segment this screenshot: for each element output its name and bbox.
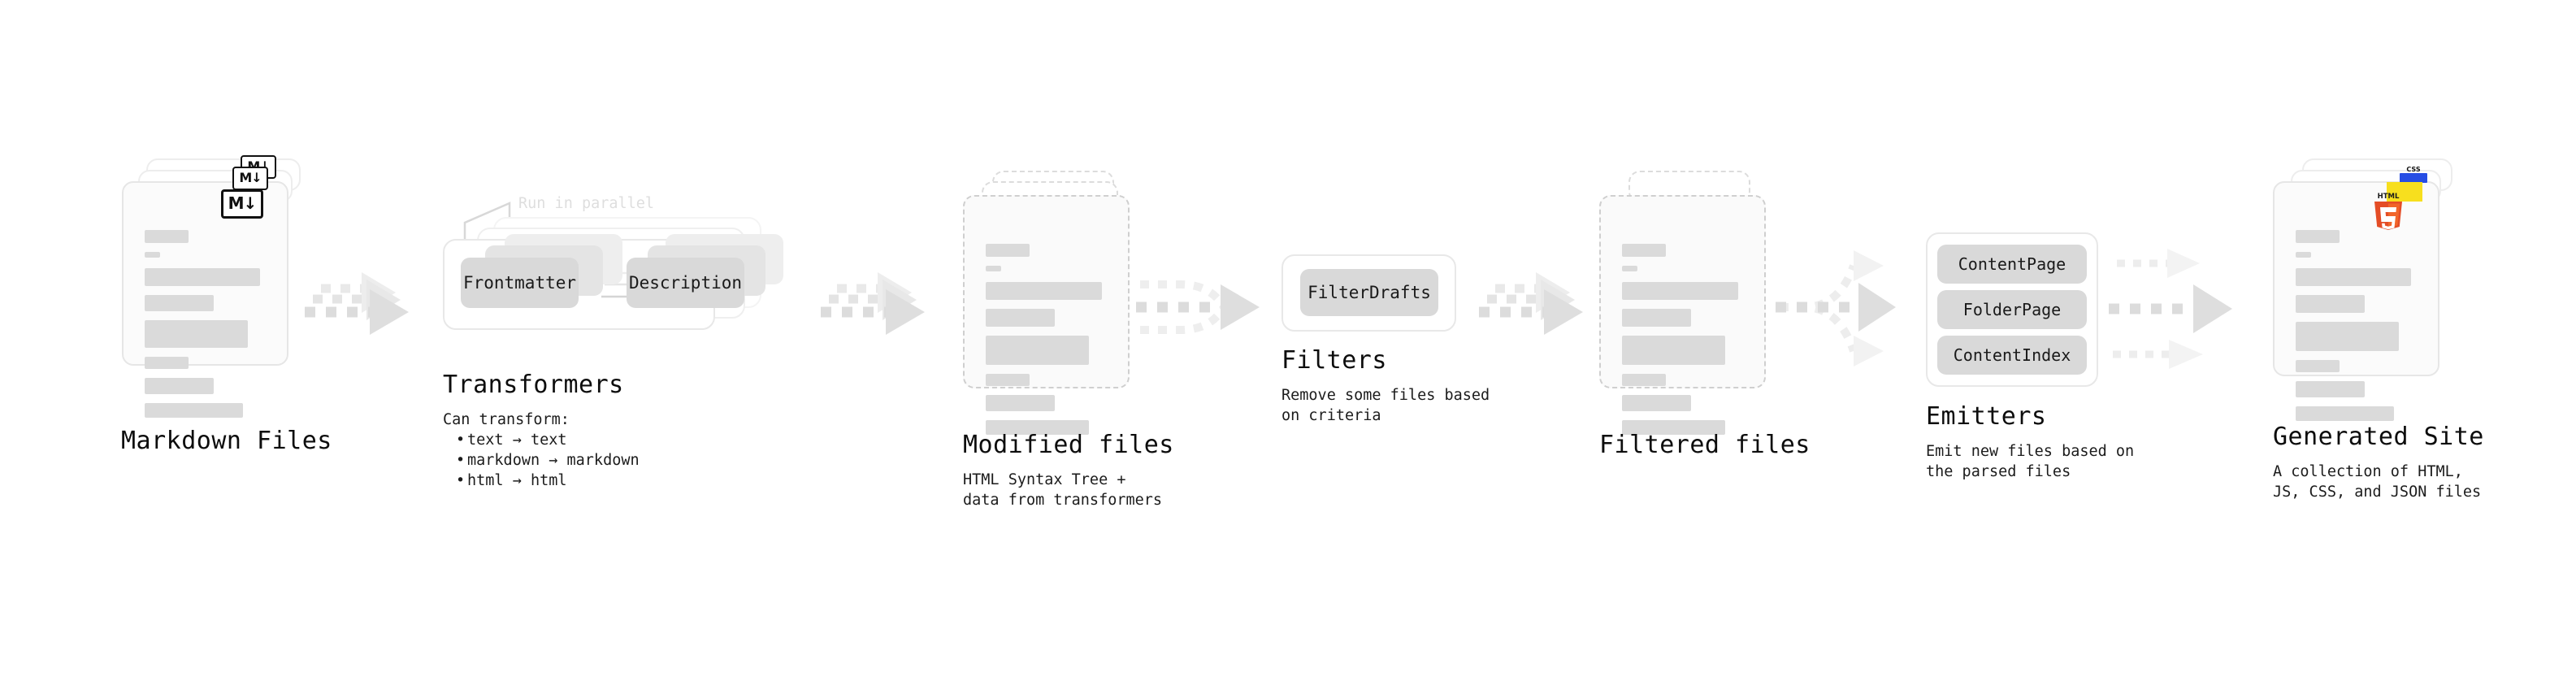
site-placeholder-lines <box>2296 230 2417 430</box>
pill-frontmatter-label: Frontmatter <box>462 273 577 293</box>
stage-filtered-files: Filtered files <box>1599 171 1810 459</box>
svg-text:HTML: HTML <box>2378 193 2400 201</box>
transformers-bullet-2: markdown → markdown <box>454 450 640 471</box>
md-badge-text-1: M↓ <box>239 169 262 185</box>
stage-title-modified-files: Modified files <box>963 431 1174 459</box>
stage-title-filters: Filters <box>1281 346 1387 375</box>
pill-filterdrafts-label: FilterDrafts <box>1308 283 1431 302</box>
transformers-subtitle: Can transform: <box>443 411 570 428</box>
transformers-bullet-list: text → text markdown → markdown html → h… <box>454 430 640 491</box>
modified-doc-stack <box>963 171 1142 435</box>
pill-contentindex[interactable]: ContentIndex <box>1937 336 2087 375</box>
markdown-doc-front <box>122 181 288 418</box>
stage-title-transformers: Transformers <box>443 371 624 399</box>
pill-folderpage[interactable]: FolderPage <box>1937 290 2087 329</box>
stage-title-emitters: Emitters <box>1926 402 2047 431</box>
modified-files-subtitle: HTML Syntax Tree + data from transformer… <box>963 471 1163 509</box>
transformers-bullet-3: html → html <box>454 471 640 491</box>
stage-title-markdown-files: Markdown Files <box>121 427 332 455</box>
css-icon-label: CSS <box>2406 166 2421 173</box>
arrow-split-filtered-to-emitters <box>1776 250 1896 367</box>
filtered-doc-front <box>1599 195 1766 435</box>
arrow-filters-to-filtered <box>1479 272 1583 335</box>
site-doc-front <box>2273 181 2439 421</box>
pill-frontmatter[interactable]: Frontmatter <box>461 258 579 308</box>
site-doc-stack: CSS HTML <box>2273 158 2460 421</box>
arrow-merge-modified-to-filters <box>1136 280 1260 334</box>
transformers-bullet-1: text → text <box>454 430 640 450</box>
pill-description-label: Description <box>628 273 743 293</box>
emitters-subtitle: Emit new files based on the parsed files <box>1926 443 2135 480</box>
pill-contentpage[interactable]: ContentPage <box>1937 245 2087 284</box>
markdown-placeholder-lines <box>145 230 266 427</box>
stage-modified-files: Modified files HTML Syntax Tree + data f… <box>963 171 1173 509</box>
filtered-doc-stack <box>1599 171 1778 435</box>
html5-icon: HTML <box>2370 191 2406 232</box>
css-icon: CSS <box>2400 167 2427 183</box>
run-in-parallel-bracket <box>463 202 511 241</box>
js-icon <box>2387 182 2422 202</box>
markdown-doc-stack: M↓ M↓ M↓ <box>122 155 309 418</box>
markdown-icon: M↓ <box>221 189 263 219</box>
filtered-placeholder-lines <box>1622 244 1743 444</box>
md-badge-text: M↓ <box>228 193 258 213</box>
modified-placeholder-lines <box>986 244 1107 444</box>
stage-title-filtered-files: Filtered files <box>1599 431 1811 459</box>
arrow-transformers-to-modified <box>821 272 925 335</box>
pill-folderpage-label: FolderPage <box>1962 300 2062 319</box>
arrow-markdown-to-transformers <box>305 272 409 335</box>
pill-description[interactable]: Description <box>627 258 744 308</box>
pill-contentindex-label: ContentIndex <box>1953 345 2071 365</box>
run-in-parallel-label: Run in parallel <box>518 195 655 212</box>
filters-subtitle: Remove some files based on criteria <box>1281 387 1490 424</box>
markdown-icon-back-1: M↓ <box>232 167 268 190</box>
arrow-emitters-to-site <box>2109 249 2232 369</box>
stage-generated-site: CSS HTML Generated Site A collection of … <box>2273 158 2483 501</box>
pill-contentpage-label: ContentPage <box>1958 254 2066 274</box>
stage-title-generated-site: Generated Site <box>2273 423 2484 451</box>
generated-site-subtitle: A collection of HTML, JS, CSS, and JSON … <box>2273 463 2482 501</box>
pill-filterdrafts[interactable]: FilterDrafts <box>1300 269 1438 316</box>
modified-doc-front <box>963 195 1130 435</box>
stage-markdown-files: M↓ M↓ M↓ Markdown Files <box>121 155 332 455</box>
